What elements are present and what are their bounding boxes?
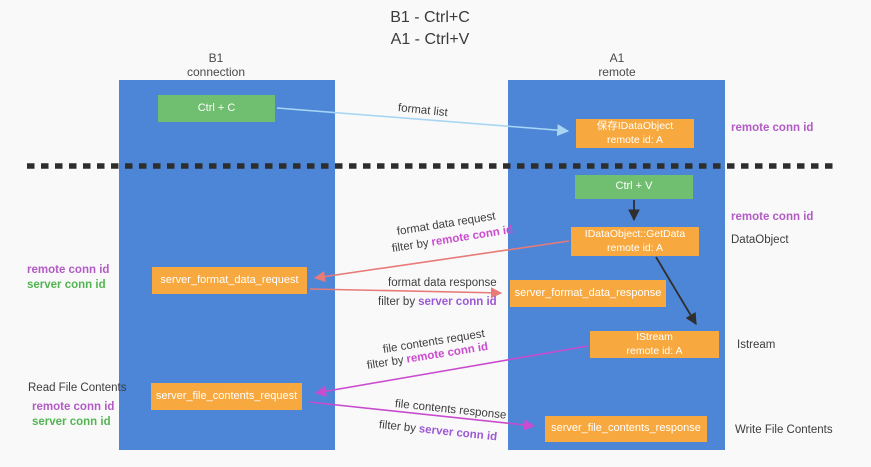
format-list-label: format list xyxy=(397,102,449,120)
filter-by-text: filter by xyxy=(378,419,417,435)
server-format-data-response-label: server_format_data_response xyxy=(514,286,662,299)
server-format-data-request-label: server_format_data_request xyxy=(160,273,299,286)
lane-header-b1: B1 connection xyxy=(146,51,286,80)
getdata-box: IDataObject::GetData remote id: A xyxy=(571,227,699,256)
remote-conn-id-top-right-label: remote conn id xyxy=(731,122,814,134)
diagram-title: B1 - Ctrl+C A1 - Ctrl+V xyxy=(350,7,510,50)
istream-line1: IStream xyxy=(636,331,673,344)
file-contents-response-label: file contents response xyxy=(394,398,507,422)
getdata-line1: IDataObject::GetData xyxy=(584,228,686,241)
server-file-contents-response-label: server_file_contents_response xyxy=(551,422,701,435)
remote-conn-id-bottom-left-label: remote conn id xyxy=(32,401,115,413)
ctrl-c-label: Ctrl + C xyxy=(197,101,236,114)
ctrl-v-box: Ctrl + V xyxy=(575,175,693,199)
server-conn-id-text: server conn id xyxy=(418,296,497,308)
read-file-contents-label: Read File Contents xyxy=(28,382,127,394)
server-file-contents-request-box: server_file_contents_request xyxy=(151,383,302,410)
lane-a1-subtitle: remote xyxy=(598,65,636,80)
title-line-1: B1 - Ctrl+C xyxy=(390,9,470,26)
server-format-data-response-box: server_format_data_response xyxy=(510,280,666,307)
dataobject-label: DataObject xyxy=(731,234,789,246)
save-dataobject-line2: remote id: A xyxy=(606,133,664,146)
server-conn-id-text: server conn id xyxy=(418,423,498,444)
save-dataobject-line1: 保存IDataObject xyxy=(596,120,674,133)
format-data-response-arrow xyxy=(309,287,503,299)
server-file-contents-request-label: server_file_contents_request xyxy=(155,389,298,402)
remote-conn-id-mid-right-label: remote conn id xyxy=(731,211,814,223)
lane-a1-name: A1 xyxy=(609,51,625,65)
istream-line2: remote id: A xyxy=(626,344,683,357)
ctrl-v-label: Ctrl + V xyxy=(615,180,653,193)
istream-side-label: Istream xyxy=(737,339,776,351)
lane-b1-subtitle: connection xyxy=(186,65,246,80)
remote-conn-id-left-label: remote conn id xyxy=(27,264,110,276)
lane-header-a1: A1 remote xyxy=(547,51,687,80)
server-conn-id-left-label: server conn id xyxy=(27,279,106,291)
istream-box: IStream remote id: A xyxy=(590,331,719,358)
server-format-data-request-box: server_format_data_request xyxy=(152,267,307,294)
format-data-response-label: format data response xyxy=(388,277,497,289)
ctrl-c-box: Ctrl + C xyxy=(158,95,275,122)
getdata-line2: remote id: A xyxy=(606,241,664,254)
write-file-contents-label: Write File Contents xyxy=(735,424,833,436)
save-dataobject-box: 保存IDataObject remote id: A xyxy=(576,119,694,148)
server-file-contents-response-box: server_file_contents_response xyxy=(545,416,707,442)
filter-by-text: filter by xyxy=(391,237,430,255)
title-line-2: A1 - Ctrl+V xyxy=(390,30,470,48)
server-conn-id-bottom-left-label: server conn id xyxy=(32,416,111,428)
filter-by-text: filter by xyxy=(366,354,405,372)
filter-by-text: filter by xyxy=(378,296,416,308)
lane-b1-name: B1 xyxy=(208,51,224,65)
